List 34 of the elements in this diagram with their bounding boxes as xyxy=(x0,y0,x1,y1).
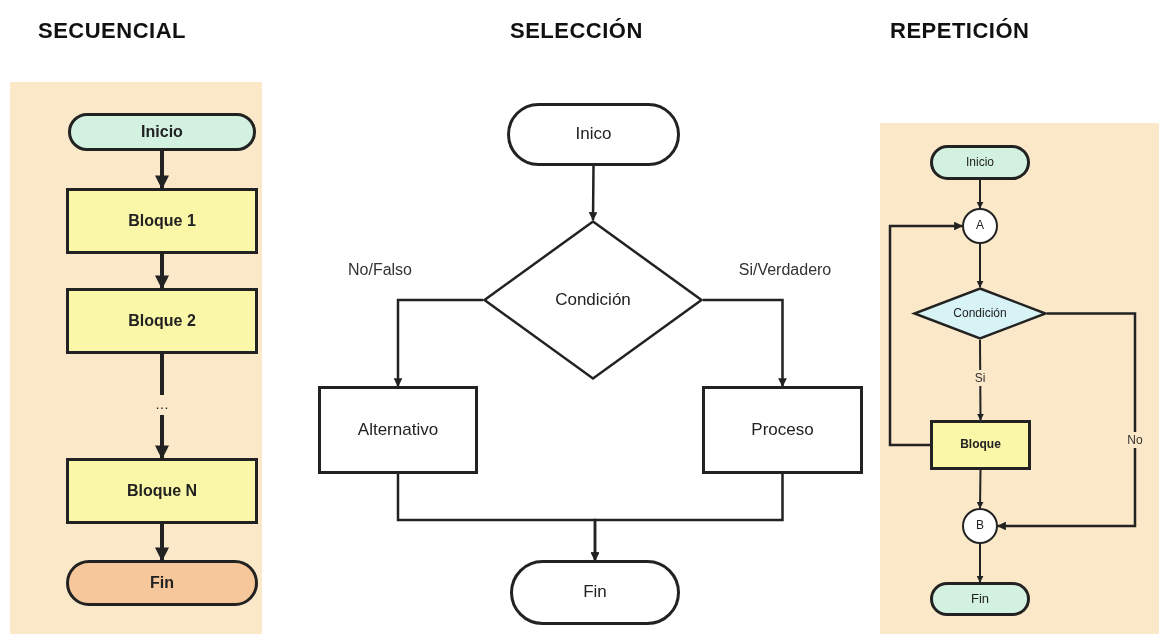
arrow xyxy=(997,312,1137,531)
terminal-pill: Fin xyxy=(510,560,680,625)
process-box: Alternativo xyxy=(318,386,478,474)
ellipsis-text: … xyxy=(147,395,177,415)
arrow xyxy=(976,543,984,583)
process-box: Bloque N xyxy=(66,458,258,524)
arrow xyxy=(155,254,169,290)
section-title: SECUENCIAL xyxy=(38,18,186,44)
arrow xyxy=(155,415,169,460)
terminal-pill: Inico xyxy=(507,103,680,166)
terminal-pill: Inicio xyxy=(68,113,256,151)
edge-label: Si xyxy=(972,370,988,386)
process-box: Bloque 1 xyxy=(66,188,258,254)
terminal-pill: Fin xyxy=(930,582,1030,616)
arrow xyxy=(888,221,963,447)
section-title: REPETICIÓN xyxy=(890,18,1030,44)
decision-diamond: Condición xyxy=(913,287,1047,340)
arrow xyxy=(976,469,984,509)
process-box: Proceso xyxy=(702,386,863,474)
arrow xyxy=(976,243,984,288)
terminal-pill: Fin xyxy=(66,560,258,606)
process-box: Bloque xyxy=(930,420,1031,470)
arrow xyxy=(155,524,169,562)
arrow xyxy=(155,151,169,190)
section-title: SELECCIÓN xyxy=(510,18,643,44)
arrow xyxy=(590,474,784,561)
decision-diamond: Condición xyxy=(483,220,703,380)
arrow xyxy=(393,298,483,387)
terminal-pill: Inicio xyxy=(930,145,1030,180)
arrow xyxy=(976,179,984,209)
process-box: Bloque 2 xyxy=(66,288,258,354)
arrow xyxy=(703,298,787,387)
arrow xyxy=(588,166,598,221)
edge-label: No xyxy=(1125,432,1145,448)
